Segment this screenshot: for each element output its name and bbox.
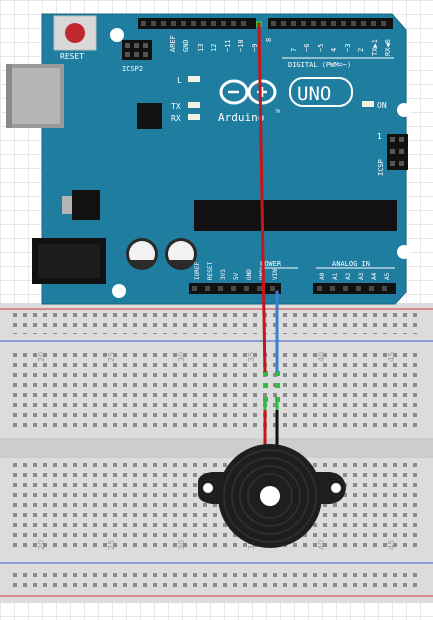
mounting-hole <box>397 103 411 117</box>
on-label: ON <box>377 101 387 110</box>
power-rail-bottom <box>10 567 420 589</box>
column-number: 30 <box>177 352 186 362</box>
pin-label: TX▶1 <box>371 39 379 56</box>
power-pin-label: 5V <box>233 272 240 280</box>
analog-pin-label: A4 <box>371 272 378 280</box>
column-number: 45 <box>387 352 396 362</box>
column-number: 20 <box>37 352 46 362</box>
analog-label: ANALOG IN <box>332 260 370 268</box>
arduino-logo-icon <box>219 79 277 105</box>
pin-label: RX◀0 <box>384 39 392 56</box>
pin-label: GND <box>182 39 190 52</box>
pin-label: 13 <box>197 44 205 52</box>
analog-pin-label: A5 <box>384 272 391 280</box>
breadboard: 20 25 30 35 40 45 20 25 30 35 40 45 <box>0 303 433 603</box>
analog-header <box>313 283 396 294</box>
brand-tm: TM <box>275 109 280 114</box>
board-pcb <box>41 13 407 305</box>
pin-label: AREF <box>169 35 177 52</box>
pin-label: 12 <box>210 44 218 52</box>
mounting-hole <box>110 28 124 42</box>
mounting-hole <box>397 245 411 259</box>
pin-label: 2 <box>357 48 365 52</box>
reset-label: RESET <box>60 52 84 61</box>
hole-highlight <box>275 383 280 388</box>
terminal-strip-top <box>10 348 420 430</box>
column-number: 35 <box>247 540 256 550</box>
arduino-uno-board: RESET ICSP2 AREF GND 13 12 ~11 ~10 ~9 8 <box>6 13 411 305</box>
pin-label: 4 <box>330 48 338 52</box>
brand-name: Arduino <box>218 111 264 124</box>
column-number: 40 <box>317 352 326 362</box>
icsp-pin1-mark: 1 <box>377 132 382 141</box>
led-l-label: L <box>177 76 182 85</box>
column-number: 35 <box>247 352 256 362</box>
pin-label: 8 <box>265 38 273 42</box>
model-name: UNO <box>297 83 331 105</box>
analog-pin-label: A3 <box>358 272 365 280</box>
red-wire[interactable] <box>257 22 267 376</box>
center-channel <box>0 438 433 458</box>
hole-highlight <box>263 383 268 388</box>
icsp-label: ICSP <box>377 159 385 176</box>
led-tx-label: TX <box>171 102 181 111</box>
analog-pin-label: A1 <box>332 272 339 280</box>
analog-pin-label: A2 <box>345 272 352 280</box>
header-top-left <box>138 18 256 29</box>
digital-label: DIGITAL (PWM=~) <box>288 61 351 69</box>
column-number: 25 <box>107 540 116 550</box>
power-pin-label: RESET <box>207 262 214 280</box>
microcontroller-chip <box>194 200 397 231</box>
icsp-header <box>387 134 408 170</box>
pin-label: ~9 <box>251 44 259 52</box>
pin-label: ~10 <box>237 39 245 52</box>
usb-chip <box>137 103 162 129</box>
column-number: 30 <box>177 540 186 550</box>
column-number: 25 <box>107 352 116 362</box>
pin-label: ~3 <box>344 44 352 52</box>
power-pin-label: IOREF <box>194 262 201 280</box>
column-number: 40 <box>317 540 326 550</box>
power-pin-label: GND <box>246 269 253 280</box>
buzzer-icon[interactable] <box>198 398 346 548</box>
pin-label: 7 <box>290 48 298 52</box>
header-top-right <box>268 18 393 29</box>
power-label: POWER <box>260 260 282 268</box>
icsp2-label: ICSP2 <box>122 65 143 73</box>
power-pin-label: 3V3 <box>220 269 227 280</box>
column-number: 20 <box>37 540 46 550</box>
led-rx-label: RX <box>171 114 181 123</box>
reset-button-icon[interactable] <box>53 15 97 51</box>
pin-label: ~5 <box>317 44 325 52</box>
power-rail-top <box>10 312 420 334</box>
icsp2-header <box>122 40 152 60</box>
model-badge <box>289 77 353 107</box>
usb-port-icon <box>6 64 64 128</box>
capacitor-icon <box>126 238 158 270</box>
status-leds <box>188 76 374 120</box>
power-pin-label: VIN <box>272 269 279 280</box>
analog-pin-label: A0 <box>319 272 326 280</box>
power-jack-icon <box>32 238 106 284</box>
pin-label: ~11 <box>224 39 232 52</box>
pin-label: ~6 <box>303 44 311 52</box>
voltage-regulator <box>62 190 100 220</box>
mounting-hole <box>112 284 126 298</box>
column-number: 45 <box>387 540 396 550</box>
capacitor-icon <box>165 238 197 270</box>
